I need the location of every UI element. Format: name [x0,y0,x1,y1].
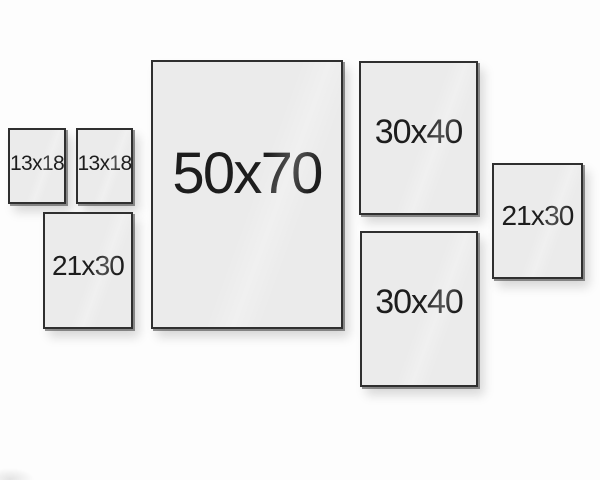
frame-50x70-center: 50x70 [151,60,343,329]
corner-smudge [0,468,34,480]
frame-size-label: 30x40 [375,282,464,321]
frame-30x40-top: 30x40 [359,61,478,215]
frame-size-label: 13x18 [77,152,132,175]
frame-13x18-right: 13x18 [76,128,133,204]
frame-21x30-right: 21x30 [492,163,583,279]
frame-size-label: 30x40 [374,112,464,151]
frame-30x40-bottom: 30x40 [360,231,478,387]
frame-size-label: 50x70 [172,141,323,206]
frame-21x30-left: 21x30 [43,212,133,329]
frame-size-label: 21x30 [51,249,125,281]
frame-size-label: 21x30 [501,200,574,231]
frame-size-label: 13x18 [9,152,65,175]
frame-13x18-left: 13x18 [8,128,66,204]
